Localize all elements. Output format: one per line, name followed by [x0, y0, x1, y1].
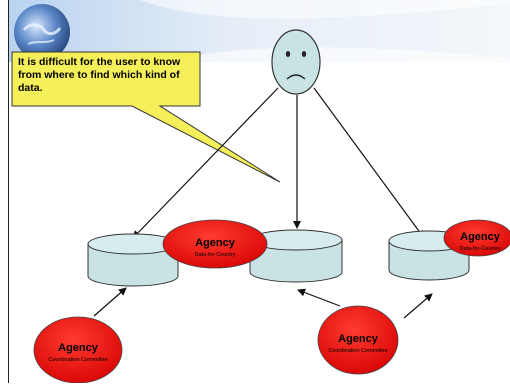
agency-node-upper-left: Agency Data-for-Country	[162, 219, 268, 269]
left-border	[8, 0, 9, 383]
agency-title: Agency	[338, 333, 379, 345]
agency-subtitle: Coordination Committee	[328, 348, 387, 354]
callout-line-3: data.	[18, 82, 43, 94]
arrow-user-to-db-1	[132, 87, 279, 239]
arrow-user-to-db-3	[313, 87, 425, 239]
globe-icon	[14, 4, 70, 60]
agency-title: Agency	[58, 342, 99, 354]
sad-face-icon	[271, 29, 321, 95]
agency-title: Agency	[195, 237, 236, 249]
agency-node-upper-right: Agency Data-for-Country	[443, 219, 510, 257]
agency-subtitle: Data-for-Country	[460, 246, 501, 252]
agency-title: Agency	[460, 231, 501, 243]
database-icon	[249, 229, 343, 283]
callout-line-2: from where to find which kind of	[18, 69, 180, 81]
arrow-agency-to-db-2	[297, 288, 341, 307]
arrow-agency-to-db-3	[403, 293, 433, 319]
callout-note: It is difficult for the user to know fro…	[11, 51, 281, 183]
callout-line-1: It is difficult for the user to know	[18, 56, 181, 68]
agency-node-bottom-left: Agency Coordination Committee	[33, 316, 123, 384]
arrow-agency-to-db-1	[93, 287, 127, 317]
agency-subtitle: Data-for-Country	[195, 252, 236, 258]
agency-subtitle: Coordination Committee	[48, 357, 107, 363]
agency-node-bottom-right: Agency Coordination Committee	[317, 305, 399, 375]
